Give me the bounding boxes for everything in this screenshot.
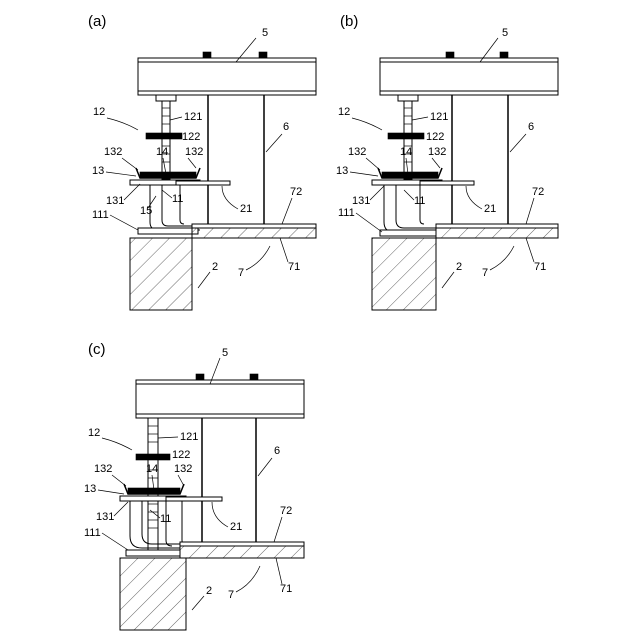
part-label-13: 13 bbox=[336, 165, 348, 177]
part-label-111: 111 bbox=[338, 207, 355, 219]
part-label-21: 21 bbox=[240, 203, 252, 215]
panel-a: (a) bbox=[88, 13, 316, 310]
part-label-13: 13 bbox=[92, 165, 104, 177]
wall-2 bbox=[130, 238, 192, 310]
wall-2 bbox=[372, 238, 436, 310]
part-label-72: 72 bbox=[290, 186, 302, 198]
panel-b: (b) bbox=[336, 13, 558, 310]
part-label-131: 131 bbox=[352, 195, 370, 207]
part-label-11: 11 bbox=[414, 195, 425, 207]
part-label-132r: 132 bbox=[185, 146, 203, 158]
part-label-72: 72 bbox=[280, 505, 292, 517]
part-label-7: 7 bbox=[482, 267, 488, 279]
part-label-13: 13 bbox=[84, 483, 96, 495]
part-label-6: 6 bbox=[274, 445, 280, 457]
part-label-111: 111 bbox=[92, 209, 109, 221]
part-label-122: 122 bbox=[182, 131, 200, 143]
part-label-5: 5 bbox=[502, 27, 508, 39]
panel-caption: (b) bbox=[340, 13, 358, 30]
part-label-21: 21 bbox=[484, 203, 496, 215]
part-label-72: 72 bbox=[532, 186, 544, 198]
part-label-2: 2 bbox=[206, 585, 212, 597]
part-label-12: 12 bbox=[338, 106, 350, 118]
part-label-15: 15 bbox=[140, 205, 152, 217]
part-label-14: 14 bbox=[400, 146, 412, 158]
part-label-131: 131 bbox=[96, 511, 114, 523]
part-label-5: 5 bbox=[262, 27, 268, 39]
part-label-132l: 132 bbox=[94, 463, 112, 475]
wall-2 bbox=[120, 558, 186, 630]
part-label-132l: 132 bbox=[348, 146, 366, 158]
part-label-7: 7 bbox=[238, 267, 244, 279]
part-label-7: 7 bbox=[228, 589, 234, 601]
part-label-122: 122 bbox=[426, 131, 444, 143]
nut-122 bbox=[388, 133, 424, 139]
panel-caption: (c) bbox=[88, 341, 106, 358]
part-label-71: 71 bbox=[280, 583, 292, 595]
beam-5 bbox=[380, 52, 558, 95]
hanger-bolt-12 bbox=[146, 95, 182, 179]
part-label-132l: 132 bbox=[104, 146, 122, 158]
part-label-2: 2 bbox=[212, 261, 218, 273]
part-label-71: 71 bbox=[288, 261, 300, 273]
part-label-111: 111 bbox=[84, 527, 101, 539]
nut-122 bbox=[136, 454, 170, 460]
part-label-6: 6 bbox=[528, 121, 534, 133]
part-label-12: 12 bbox=[93, 106, 105, 118]
ceiling-board-7 bbox=[180, 542, 304, 558]
part-label-21: 21 bbox=[230, 521, 242, 533]
panel-c: (c) bbox=[84, 341, 304, 630]
part-label-121: 121 bbox=[180, 431, 198, 443]
beam-5 bbox=[136, 374, 304, 418]
part-label-11: 11 bbox=[172, 193, 183, 205]
part-label-132r: 132 bbox=[174, 463, 192, 475]
part-label-2: 2 bbox=[456, 261, 462, 273]
hanger-bolt-12 bbox=[388, 95, 424, 179]
ceiling-board-7 bbox=[192, 224, 316, 238]
part-label-14: 14 bbox=[146, 463, 158, 475]
part-label-131: 131 bbox=[106, 195, 124, 207]
part-label-14: 14 bbox=[156, 146, 168, 158]
beam-5 bbox=[138, 52, 316, 95]
part-label-5: 5 bbox=[222, 347, 228, 359]
part-label-121: 121 bbox=[430, 111, 448, 123]
nut-122 bbox=[146, 133, 182, 139]
part-label-71: 71 bbox=[534, 261, 546, 273]
part-label-121: 121 bbox=[184, 111, 202, 123]
part-label-122: 122 bbox=[172, 449, 190, 461]
ceiling-board-7 bbox=[436, 224, 558, 238]
part-label-6: 6 bbox=[283, 121, 289, 133]
panel-caption: (a) bbox=[88, 13, 106, 30]
part-label-132r: 132 bbox=[428, 146, 446, 158]
part-label-11: 11 bbox=[160, 513, 171, 525]
part-label-12: 12 bbox=[88, 427, 100, 439]
